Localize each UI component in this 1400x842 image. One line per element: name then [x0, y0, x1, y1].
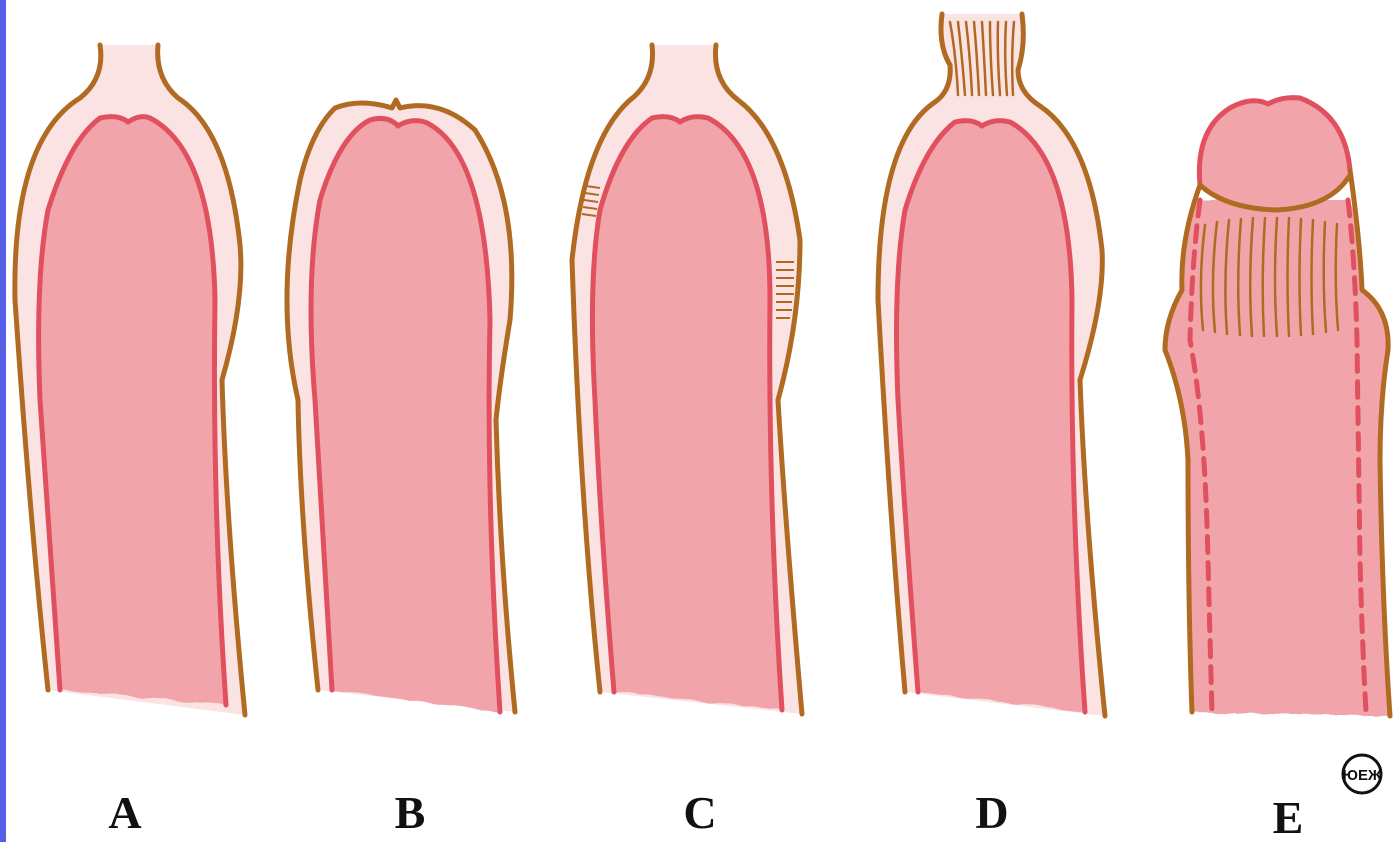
panel-b: B	[287, 100, 515, 838]
panel-b-label: B	[395, 787, 426, 838]
panel-e-label: E	[1273, 792, 1304, 842]
panel-c-label: C	[683, 787, 716, 838]
panel-d-glans	[897, 121, 1085, 712]
panel-e: E	[1165, 98, 1390, 842]
panel-e-drawing	[1165, 98, 1390, 716]
artist-logo: ЮЕЖ	[1342, 755, 1381, 793]
panel-a-glans	[39, 117, 226, 705]
panel-b-glans	[311, 118, 500, 712]
panel-c-glans	[592, 117, 782, 710]
panel-c-drawing	[572, 45, 802, 714]
panel-d-label: D	[975, 787, 1008, 838]
panel-c: C	[572, 45, 802, 838]
panel-a-drawing	[15, 45, 245, 715]
panel-b-drawing	[287, 100, 515, 712]
panel-a-label: A	[108, 787, 141, 838]
logo-text: ЮЕЖ	[1342, 767, 1381, 784]
panel-d: D	[878, 14, 1105, 838]
panel-a: A	[15, 45, 245, 838]
panel-d-drawing	[878, 14, 1105, 716]
